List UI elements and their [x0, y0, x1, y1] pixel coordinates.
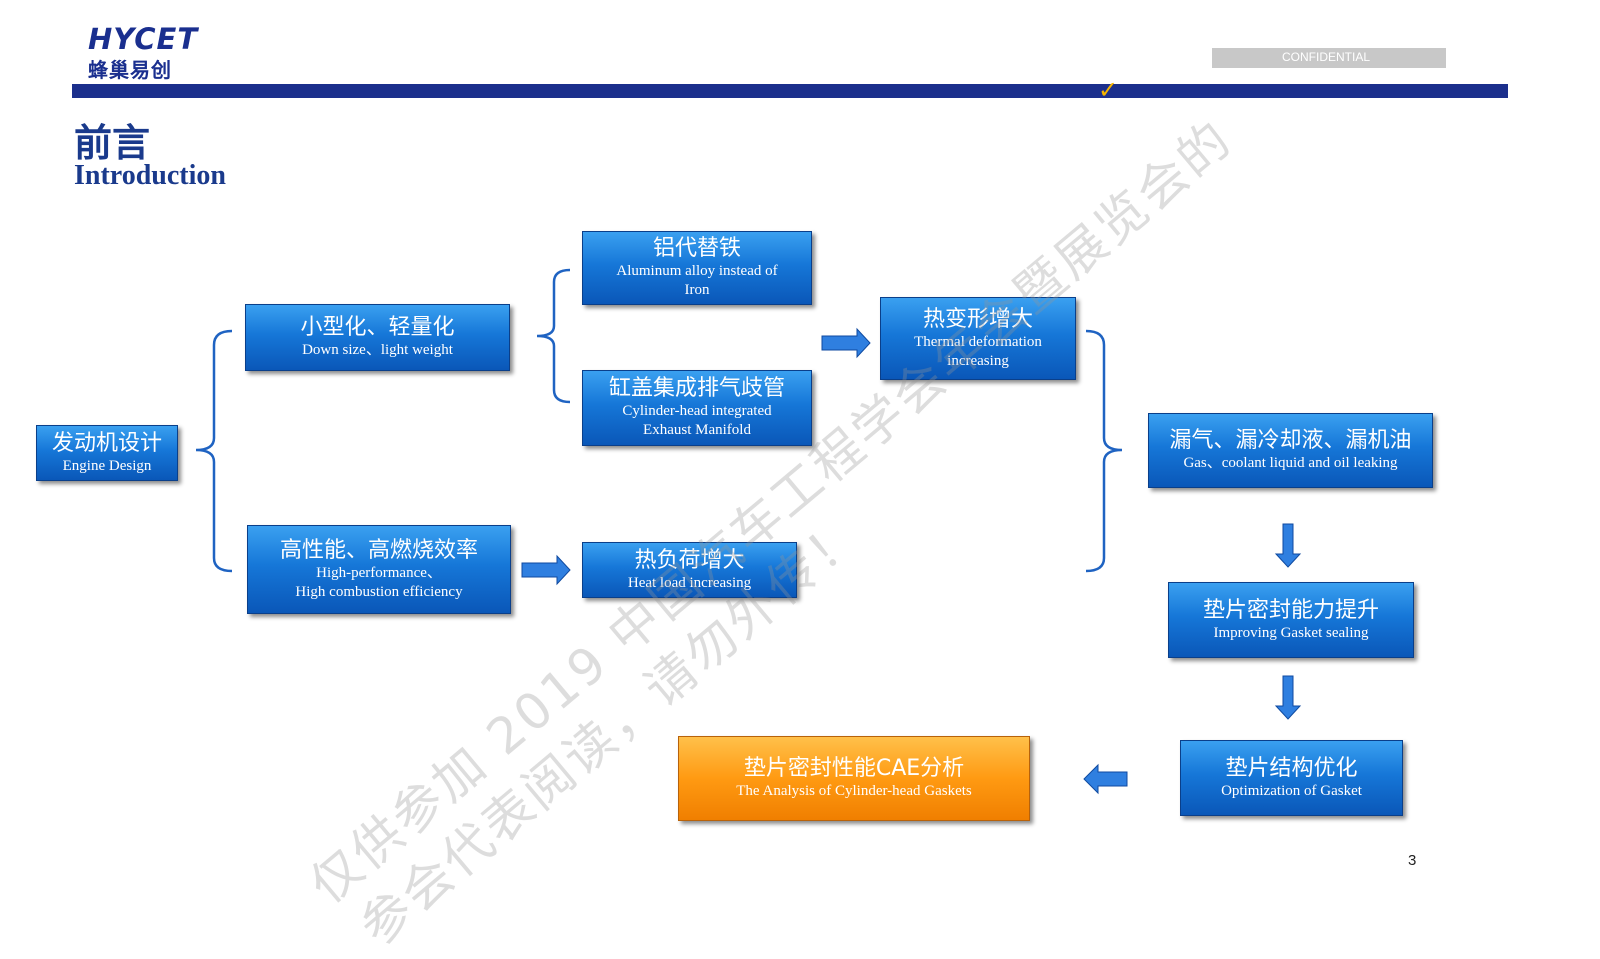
arrow-to-thermal — [821, 327, 871, 359]
node-leak-cn: 漏气、漏冷却液、漏机油 — [1169, 428, 1412, 453]
node-downsize-en: Down size、light weight — [302, 342, 453, 358]
node-performance-en1: High-performance、 — [316, 564, 442, 581]
node-leak-en: Gas、coolant liquid and oil leaking — [1183, 455, 1398, 471]
node-cae-analysis: 垫片密封性能CAE分析 The Analysis of Cylinder-hea… — [678, 736, 1030, 821]
node-aluminum: 铝代替铁 Aluminum alloy instead of Iron — [582, 231, 812, 305]
node-manifold-cn: 缸盖集成排气歧管 — [608, 376, 785, 401]
node-thermal-en1: Thermal deformation — [914, 333, 1042, 350]
header-band — [72, 84, 1508, 98]
node-downsize: 小型化、轻量化 Down size、light weight — [245, 304, 510, 371]
page-title-cn: 前言 — [74, 121, 151, 165]
arrow-to-heatload — [521, 554, 571, 586]
node-gasket-sealing: 垫片密封能力提升 Improving Gasket sealing — [1168, 582, 1414, 658]
node-downsize-cn: 小型化、轻量化 — [300, 315, 455, 340]
arrow-to-optimize — [1274, 675, 1302, 720]
arrow-to-sealing — [1274, 523, 1302, 568]
arrow-to-cae — [1083, 763, 1128, 795]
node-manifold-en2: Exhaust Manifold — [643, 422, 751, 438]
page-number: 3 — [1408, 852, 1417, 869]
node-thermal-en2: increasing — [947, 352, 1009, 369]
confidential-label: CONFIDENTIAL — [1282, 50, 1371, 64]
node-optimize-cn: 垫片结构优化 — [1225, 755, 1358, 781]
node-engine-en: Engine Design — [62, 457, 152, 474]
node-aluminum-en2: Iron — [684, 282, 710, 298]
node-cae-en: The Analysis of Cylinder-head Gaskets — [736, 783, 972, 799]
logo-chinese: 蜂巢易创 — [88, 58, 172, 82]
node-manifold: 缸盖集成排气歧管 Cylinder-head integrated Exhaus… — [582, 370, 812, 446]
node-engine-cn: 发动机设计 — [51, 430, 162, 456]
node-thermal-deformation: 热变形增大 Thermal deformation increasing — [880, 297, 1076, 380]
node-heatload-cn: 热负荷增大 — [634, 547, 745, 573]
node-gasket-optimization: 垫片结构优化 Optimization of Gasket — [1180, 740, 1403, 816]
bracket-thermal — [1085, 329, 1123, 573]
node-sealing-en: Improving Gasket sealing — [1213, 624, 1369, 641]
node-cae-cn: 垫片密封性能CAE分析 — [743, 756, 965, 781]
bracket-engine — [195, 329, 233, 573]
node-performance-cn: 高性能、高燃烧效率 — [279, 537, 478, 563]
page-title-en: Introduction — [74, 160, 226, 191]
node-performance: 高性能、高燃烧效率 High-performance、 High combust… — [247, 525, 511, 614]
node-engine-design: 发动机设计 Engine Design — [36, 425, 178, 481]
node-sealing-cn: 垫片密封能力提升 — [1202, 597, 1379, 623]
node-performance-en2: High combustion efficiency — [295, 583, 463, 600]
node-manifold-en1: Cylinder-head integrated — [622, 403, 772, 419]
node-heatload-en: Heat load increasing — [627, 574, 752, 591]
node-leaking: 漏气、漏冷却液、漏机油 Gas、coolant liquid and oil l… — [1148, 413, 1433, 488]
logo-wordmark: HYCET — [88, 22, 199, 56]
node-aluminum-cn: 铝代替铁 — [652, 236, 741, 261]
bracket-downsize — [536, 268, 571, 404]
node-thermal-cn: 热变形增大 — [922, 306, 1033, 332]
node-heat-load: 热负荷增大 Heat load increasing — [582, 542, 797, 598]
node-optimize-en: Optimization of Gasket — [1221, 782, 1362, 799]
node-aluminum-en1: Aluminum alloy instead of — [616, 263, 778, 279]
confidential-bar — [1212, 48, 1446, 68]
check-mark-icon: ✓ — [1098, 76, 1119, 104]
